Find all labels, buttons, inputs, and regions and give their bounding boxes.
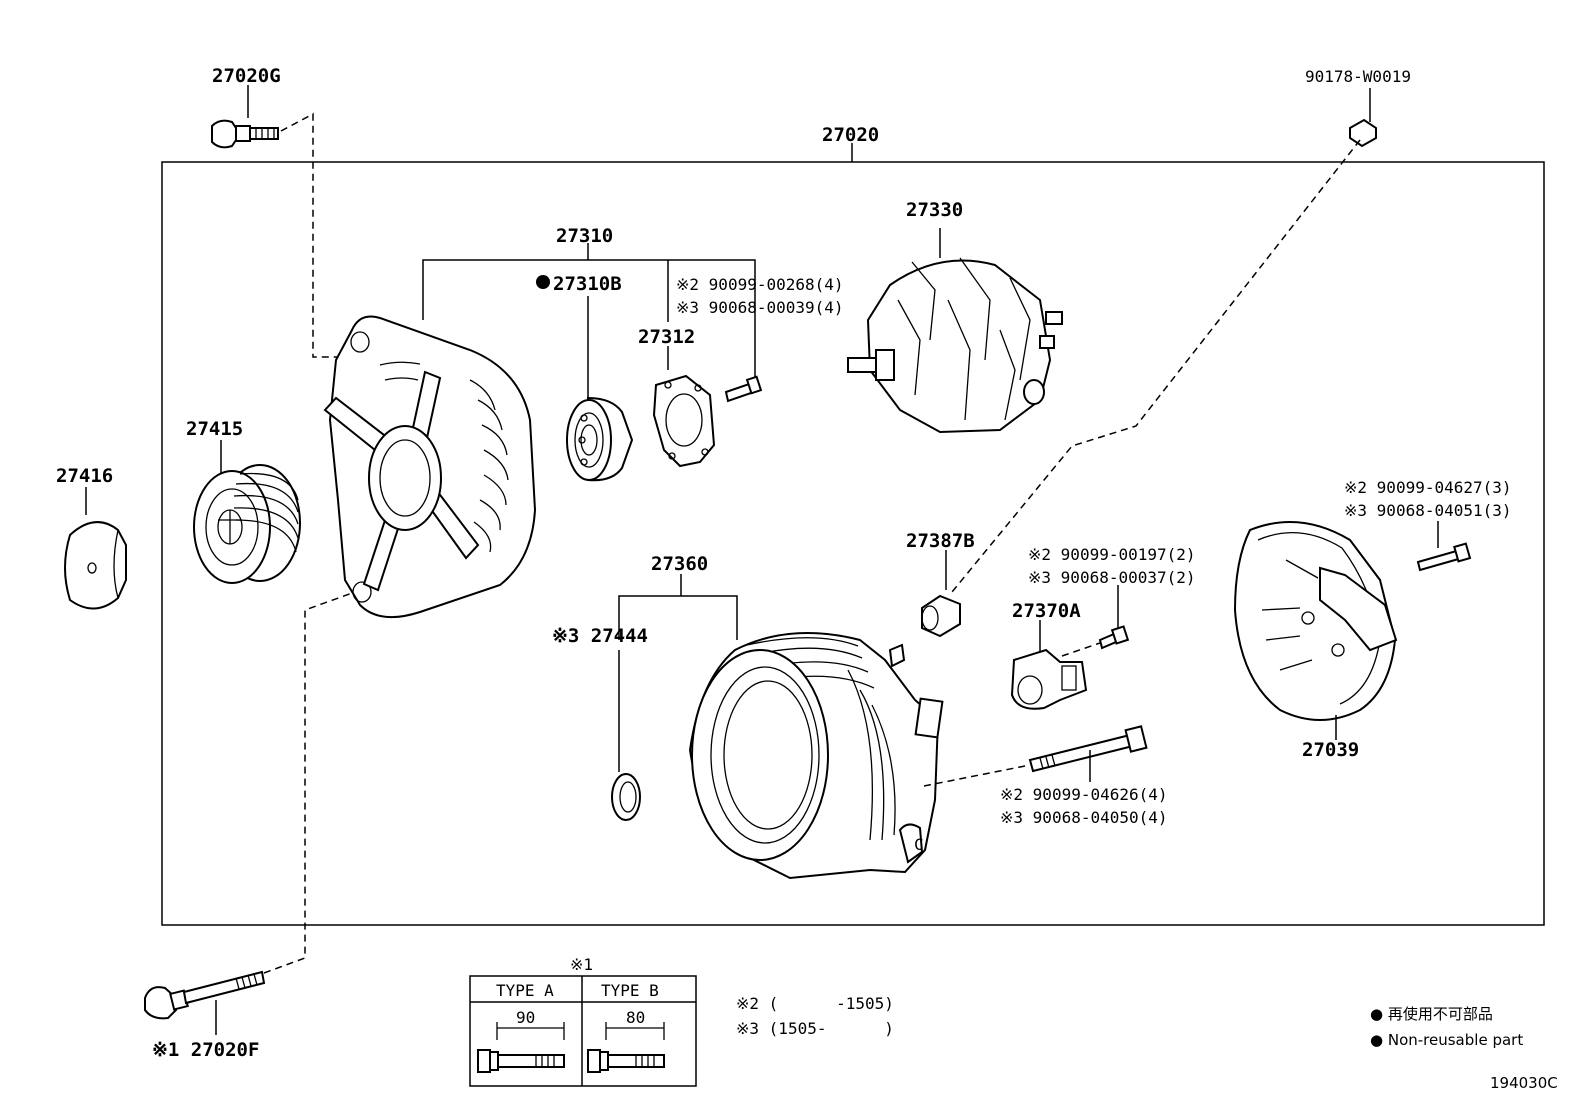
callout-27020f: ※1 27020F — [152, 1039, 259, 1061]
note-2: ※2 ( -1505) — [736, 994, 894, 1013]
non-reusable-marker — [536, 275, 550, 289]
dashed-guide-right — [951, 139, 1361, 593]
type-table: ※1 TYPE A TYPE B 90 80 — [469, 955, 697, 1087]
type-b-length: 80 — [626, 1008, 645, 1027]
svg-text:C: C — [914, 835, 924, 854]
nut-90178 — [1349, 88, 1377, 148]
note-3: ※3 (1505- ) — [736, 1019, 894, 1038]
callout-27312: 27312 — [638, 326, 695, 348]
callout-27416: 27416 — [56, 465, 113, 487]
type-b-header: TYPE B — [601, 981, 659, 1000]
legend-en: ● Non-reusable part — [1370, 1031, 1523, 1049]
callout-27444: ※3 27444 — [552, 625, 648, 647]
callout-27330: 27330 — [906, 199, 963, 221]
bearing-27310b — [566, 296, 634, 482]
dashed-guide-brush-screw — [1061, 642, 1101, 657]
callout-27387b: 27387B — [906, 530, 975, 552]
callout-27360: 27360 — [651, 553, 708, 575]
rotor-27330 — [847, 228, 1063, 434]
bolt-27020g — [211, 85, 279, 149]
callout-27310: 27310 — [556, 225, 613, 247]
screw-brush-holder — [1098, 585, 1130, 650]
screw-rear-cover — [1416, 521, 1472, 572]
drive-end-frame — [323, 315, 537, 619]
brush-holder-27370a — [1010, 620, 1088, 710]
ring-27444 — [611, 650, 641, 821]
callout-27039-bolt-b: ※3 90068-04051(3) — [1344, 501, 1512, 520]
insulator-27387b — [921, 550, 961, 638]
callout-27039: 27039 — [1302, 739, 1359, 761]
cap-27416 — [64, 487, 127, 610]
callout-27415: 27415 — [186, 418, 243, 440]
rear-cover-27039 — [1233, 521, 1398, 740]
assembly-frame — [161, 161, 1545, 926]
bolt-27020f — [144, 970, 266, 1035]
stator-27360: C — [688, 631, 944, 880]
callout-27370a-bolt-b: ※3 90068-00037(2) — [1028, 568, 1196, 587]
callout-27312-bolt-a: ※2 90099-00268(4) — [676, 275, 844, 294]
callout-90178: 90178-W0019 — [1305, 67, 1411, 86]
callout-through-bolt-a: ※2 90099-04626(4) — [1000, 785, 1168, 804]
figure-id: 194030C — [1490, 1074, 1558, 1092]
dashed-guide-top — [280, 112, 352, 358]
bracket-27360 — [618, 574, 738, 640]
callout-27370a-bolt-a: ※2 90099-00197(2) — [1028, 545, 1196, 564]
bracket-27310 — [422, 243, 756, 380]
callout-27039-bolt-a: ※2 90099-04627(3) — [1344, 478, 1512, 497]
type-a-header: TYPE A — [496, 981, 554, 1000]
through-bolt — [1028, 725, 1148, 782]
callout-27020g: 27020G — [212, 65, 281, 87]
callout-27312-bolt-b: ※3 90068-00039(4) — [676, 298, 844, 317]
retainer-27312 — [652, 346, 716, 468]
callout-27020: 27020 — [822, 124, 879, 146]
callout-through-bolt-b: ※3 90068-04050(4) — [1000, 808, 1168, 827]
type-table-note: ※1 — [570, 955, 593, 974]
callout-27370a: 27370A — [1012, 600, 1081, 622]
type-a-length: 90 — [516, 1008, 535, 1027]
screw-retainer — [724, 375, 763, 403]
callout-27310b: 27310B — [553, 273, 622, 295]
legend-jp: ● 再使用不可部品 — [1370, 1005, 1493, 1023]
pulley-27415 — [193, 440, 301, 584]
dashed-guide-through-bolt — [923, 764, 1031, 787]
dashed-guide-bottom — [263, 591, 356, 974]
